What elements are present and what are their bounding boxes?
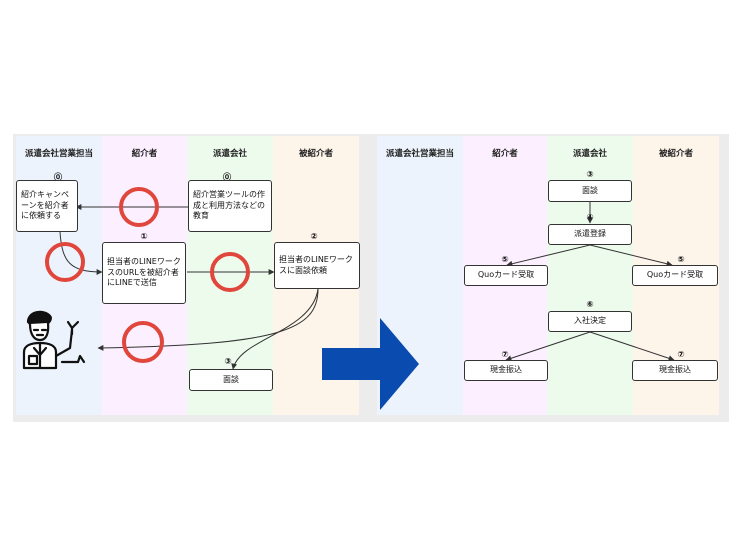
- highlight-circle: [210, 252, 250, 292]
- step-number: ②: [310, 232, 318, 242]
- step-number: ⓪: [222, 173, 232, 183]
- lane-title: 紹介者: [131, 149, 158, 159]
- node-cash-referred: 現金振込: [632, 360, 718, 381]
- lane-title: 派遣会社: [212, 149, 247, 159]
- lane-title: 紹介者: [492, 149, 518, 159]
- arrow-campaign-to-url: [59, 231, 103, 275]
- transition-arrow-icon: [322, 318, 419, 410]
- arrow-hired-to-cash-left: [505, 331, 591, 362]
- node-hired: 入社決定: [548, 311, 632, 332]
- step-number: ⑤: [501, 255, 509, 265]
- lane-title: 被紹介者: [298, 149, 333, 159]
- step-number: ④: [586, 213, 594, 223]
- node-campaign: 紹介キャンペーンを紹介者に依頼する: [16, 180, 78, 232]
- step-number: ③: [224, 357, 232, 367]
- arrow-registration-to-quo-right: [589, 244, 673, 267]
- arrow-registration-to-quo-left: [506, 244, 591, 267]
- node-quo-referrer: Quoカード受取: [464, 265, 548, 286]
- lane-title: 派遣会社営業担当: [24, 149, 93, 159]
- step-number: ⓪: [53, 173, 63, 183]
- node-interview-right: 面談: [548, 180, 632, 202]
- step-number: ⑥: [586, 300, 594, 310]
- node-registration: 派遣登録: [548, 224, 632, 245]
- node-tool: 紹介営業ツールの作成と利用方法などの教育: [188, 180, 272, 232]
- highlight-circle: [122, 321, 164, 363]
- node-request: 担当者のLINEワークスに面談依頼: [274, 242, 360, 289]
- lane-title: 派遣会社営業担当: [385, 149, 454, 159]
- node-cash-referrer: 現金振込: [464, 360, 548, 381]
- step-number: ⑦: [677, 350, 685, 360]
- step-number: ③: [586, 170, 594, 180]
- arrow-request-to-interview: [231, 288, 319, 370]
- node-interview: 面談: [189, 369, 273, 391]
- arrow-hired-to-cash-right: [589, 331, 675, 362]
- step-number: ⑤: [677, 255, 685, 265]
- node-send-url: 担当者のLINEワークスのURLを被紹介者にLINEで送信: [102, 242, 186, 304]
- highlight-circle: [45, 242, 85, 282]
- step-number: ①: [140, 232, 148, 242]
- step-number: ⑦: [501, 350, 509, 360]
- lane-title: 派遣会社: [572, 149, 607, 159]
- node-quo-referred: Quoカード受取: [632, 265, 718, 286]
- lane-title: 被紹介者: [658, 149, 693, 159]
- highlight-circle: [119, 187, 159, 227]
- person-icon: [22, 310, 86, 370]
